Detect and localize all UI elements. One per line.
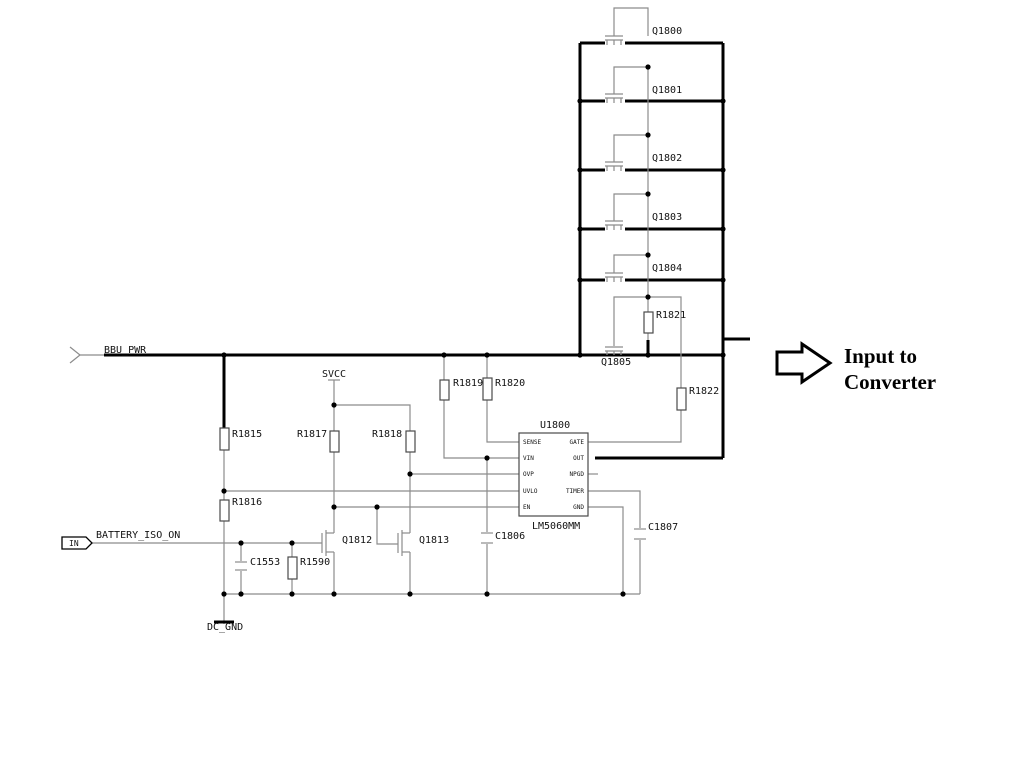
resistor-r1816 xyxy=(219,499,230,522)
pin-npgd: NPGD xyxy=(570,471,585,478)
designator-r1816: R1816 xyxy=(232,497,262,508)
pin-gate: GATE xyxy=(570,439,585,446)
transistor-q1813 xyxy=(397,528,411,556)
net-label-dc-gnd: DC_GND xyxy=(207,622,243,633)
resistor-r1590 xyxy=(287,556,298,580)
designator-q1804: Q1804 xyxy=(652,263,682,274)
net-label-svcc: SVCC xyxy=(322,369,346,380)
pin-timer: TIMER xyxy=(566,488,584,495)
resistor-r1819 xyxy=(439,379,450,401)
resistor-r1817 xyxy=(329,430,340,453)
mosfet-q1800 xyxy=(605,34,623,45)
designator-q1801: Q1801 xyxy=(652,85,682,96)
resistor-r1815 xyxy=(219,427,230,451)
designator-r1819: R1819 xyxy=(453,378,483,389)
designator-c1806: C1806 xyxy=(495,531,525,542)
designator-q1800: Q1800 xyxy=(652,26,682,37)
junction-dots xyxy=(221,64,726,597)
designator-r1817: R1817 xyxy=(297,429,327,440)
ic-u1800-body xyxy=(518,432,589,517)
pin-gnd: GND xyxy=(573,504,584,511)
designator-r1822: R1822 xyxy=(689,386,719,397)
pin-out: OUT xyxy=(573,455,584,462)
resistor-r1821 xyxy=(643,311,654,334)
mosfet-q1802 xyxy=(605,160,623,171)
mosfet-q1803 xyxy=(605,219,623,230)
capacitor-c1553 xyxy=(235,561,247,571)
designator-r1815: R1815 xyxy=(232,429,262,440)
designator-c1553: C1553 xyxy=(250,557,280,568)
annotation-line-2: Converter xyxy=(844,370,936,394)
designator-r1818: R1818 xyxy=(372,429,402,440)
resistor-r1818 xyxy=(405,430,416,453)
port-label-in: IN xyxy=(69,539,79,548)
designator-q1812: Q1812 xyxy=(342,535,372,546)
designator-q1803: Q1803 xyxy=(652,212,682,223)
mosfet-q1805 xyxy=(605,346,623,355)
mosfet-q1804 xyxy=(605,271,623,282)
bbu-pwr-connector xyxy=(69,346,104,364)
resistor-r1820 xyxy=(482,377,493,401)
net-label-battery-iso-on: BATTERY_ISO_ON xyxy=(96,530,180,541)
transistor-q1812 xyxy=(321,528,335,556)
designator-r1590: R1590 xyxy=(300,557,330,568)
pin-sense: SENSE xyxy=(523,439,541,446)
pin-ovp: OVP xyxy=(523,471,534,478)
net-label-bbu-pwr: BBU_PWR xyxy=(104,345,147,356)
annotation-line-1: Input to xyxy=(844,344,917,368)
designator-r1821: R1821 xyxy=(656,310,686,321)
part-number-lm5060: LM5060MM xyxy=(532,521,580,532)
pin-vin: VIN xyxy=(523,455,534,462)
labels: BBU_PWR SVCC BATTERY_ISO_ON DC_GND IN Q1… xyxy=(69,26,936,633)
designator-q1802: Q1802 xyxy=(652,153,682,164)
designator-q1805: Q1805 xyxy=(601,357,631,368)
capacitor-c1807 xyxy=(634,528,646,540)
resistor-r1822 xyxy=(676,387,687,411)
pin-uvlo: UVLO xyxy=(523,488,538,495)
designator-c1807: C1807 xyxy=(648,522,678,533)
in-port xyxy=(61,536,93,550)
designator-q1813: Q1813 xyxy=(419,535,449,546)
capacitor-c1806 xyxy=(481,532,493,544)
designator-r1820: R1820 xyxy=(495,378,525,389)
designator-u1800: U1800 xyxy=(540,420,570,431)
pin-en: EN xyxy=(523,504,531,511)
power-rails xyxy=(104,41,750,460)
mosfet-q1801 xyxy=(605,92,623,103)
output-arrow-icon xyxy=(775,341,833,385)
